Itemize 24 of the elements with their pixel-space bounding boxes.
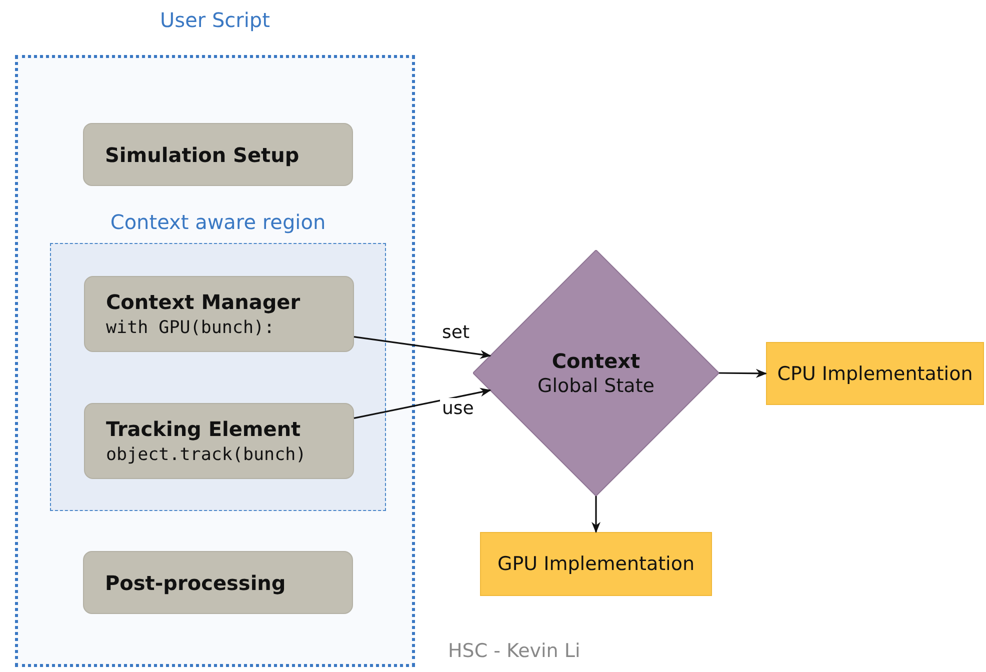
implementation-box: [766, 342, 984, 405]
box-title: Post-processing: [105, 570, 287, 594]
arrow: [719, 368, 768, 378]
box-title: Context Manager: [106, 290, 302, 314]
region-title: User Script: [159, 8, 271, 32]
arrow: [354, 336, 492, 359]
process-box: [83, 123, 353, 186]
process-box: [84, 276, 354, 352]
box-title: Tracking Element: [106, 417, 302, 441]
process-box: [83, 551, 353, 614]
footer-note: HSC - Kevin Li: [448, 640, 580, 662]
arrow: [592, 496, 600, 534]
diamond-title: Context: [552, 349, 640, 373]
implementation-box: [480, 532, 712, 596]
diamond-subtitle: Global State: [538, 375, 654, 397]
box-title: Simulation Setup: [105, 142, 300, 166]
code-text: object.track(bunch): [106, 445, 308, 465]
region-title: Context aware region: [109, 210, 327, 234]
box-label: GPU Implementation: [498, 553, 694, 575]
arrow: [354, 388, 492, 419]
box-label: CPU Implementation: [777, 362, 973, 384]
process-box: [84, 403, 354, 479]
decision-diamond: [473, 250, 719, 496]
code-text: with GPU(bunch):: [106, 318, 276, 338]
